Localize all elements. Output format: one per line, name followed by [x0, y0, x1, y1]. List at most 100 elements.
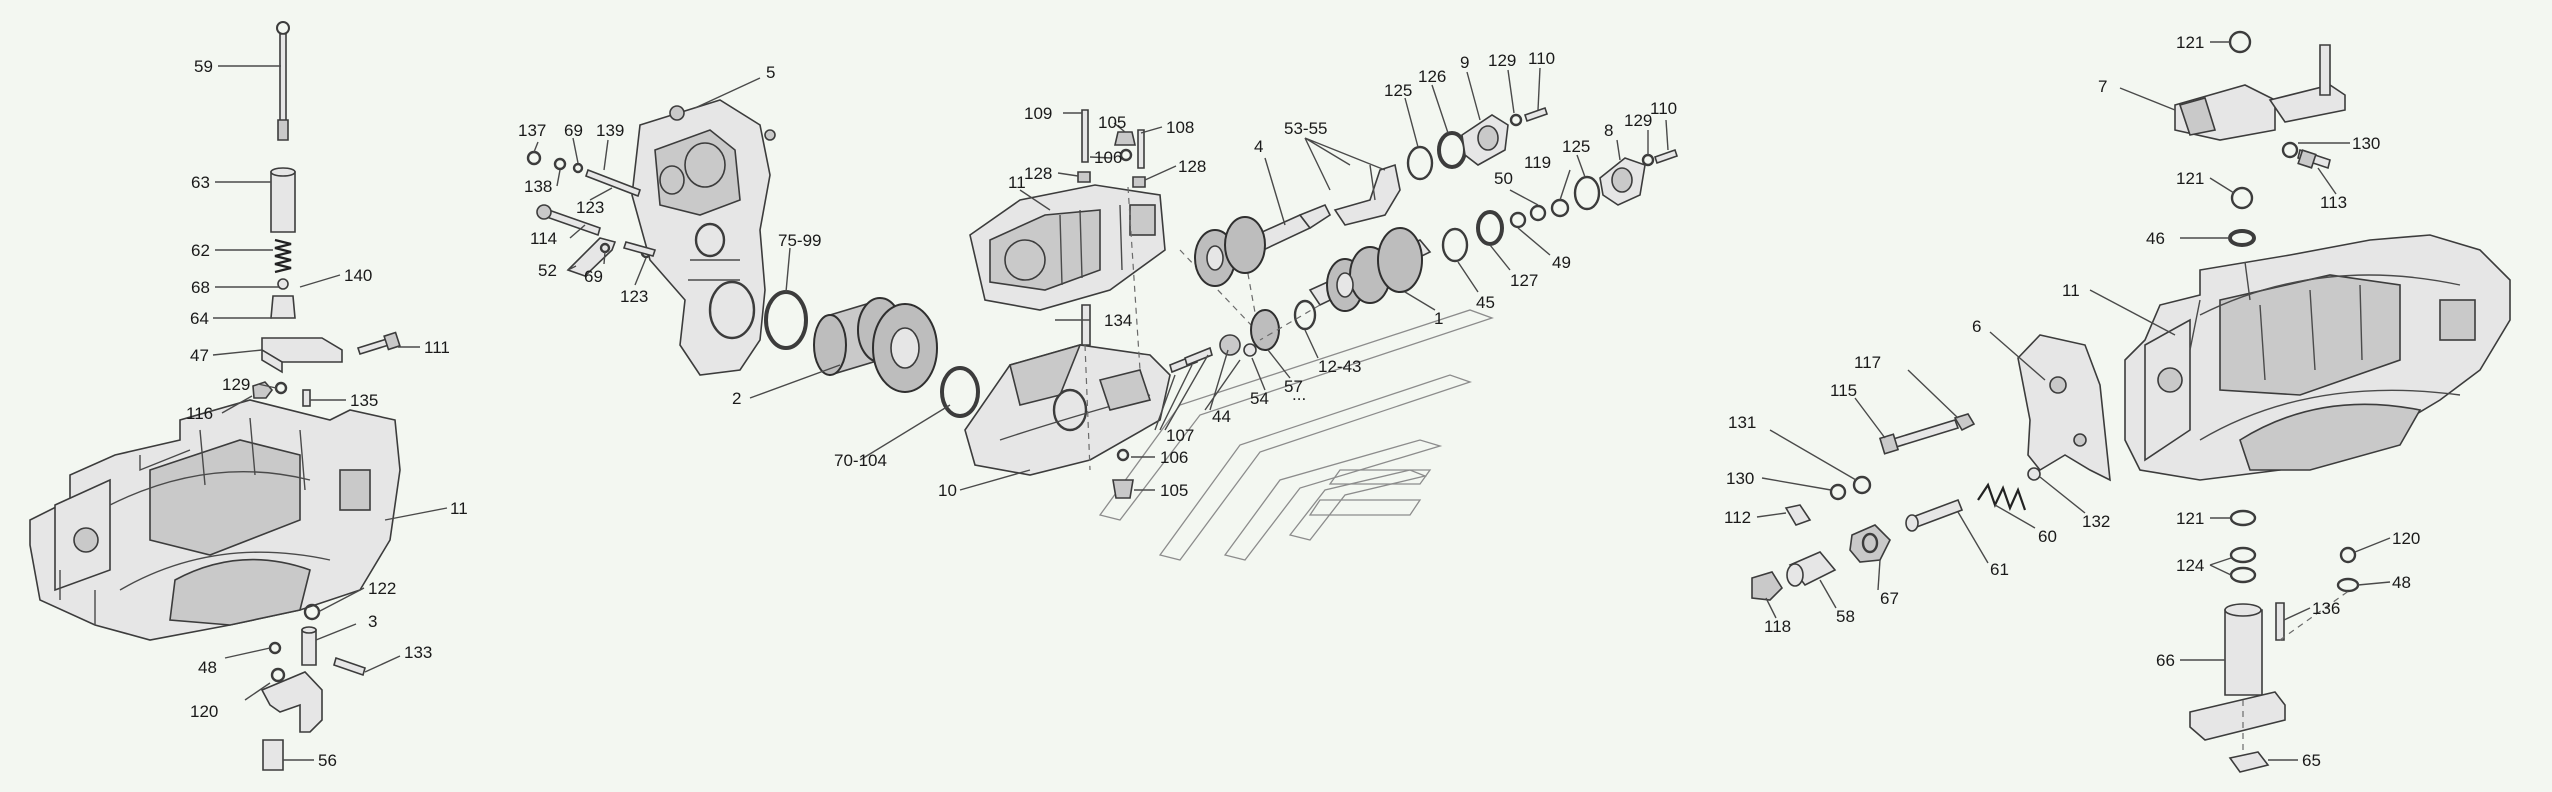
callout-8: 8 [1604, 121, 1613, 140]
callout-64: 64 [190, 309, 209, 328]
left-assembly [29, 21, 401, 771]
callout-6: 6 [1972, 317, 1981, 336]
housing-11-center [969, 184, 1166, 311]
callout-115: 115 [1830, 381, 1857, 400]
callout-110-right: 110 [1650, 99, 1677, 118]
part-spring-60 [1977, 482, 2027, 511]
callout-3: 3 [368, 612, 377, 631]
part-plug-105b [1112, 479, 1134, 499]
part-ring-125b [1573, 175, 1601, 211]
callout-114: 114 [530, 229, 557, 248]
callout-138: 138 [524, 177, 552, 196]
callout-66: 66 [2156, 651, 2175, 670]
part-ring-124b [2229, 566, 2257, 584]
callout-53-55: 53-55 [1284, 119, 1327, 138]
callout-57-dots: ... [1292, 385, 1306, 404]
callout-54: 54 [1250, 389, 1269, 408]
part-washer-129b [1509, 113, 1523, 127]
part-spring-62 [274, 238, 292, 274]
part-washer-129c [1641, 153, 1655, 167]
callout-126: 126 [1418, 67, 1446, 86]
housing-11-right [2124, 234, 2511, 481]
part-nut-137 [526, 150, 542, 166]
callout-4: 4 [1254, 137, 1263, 156]
callout-47: 47 [190, 346, 209, 365]
callout-128-left: 128 [1024, 164, 1052, 183]
callout-110-top: 110 [1528, 49, 1555, 68]
part-plug-105 [1113, 131, 1137, 146]
callout-2: 2 [732, 389, 741, 408]
callout-70-104: 70-104 [834, 451, 887, 470]
shaft-assembly [1194, 106, 1679, 357]
callout-61: 61 [1990, 560, 2009, 579]
callout-49: 49 [1552, 253, 1571, 272]
part-nut-128b [1132, 176, 1146, 188]
part-gear-2 [813, 297, 938, 393]
part-bearing-127 [1476, 210, 1504, 246]
callout-109: 109 [1024, 104, 1052, 123]
callout-124: 124 [2176, 556, 2204, 575]
callout-63: 63 [191, 173, 210, 192]
callout-67: 67 [1880, 589, 1899, 608]
part-nut-118 [1751, 571, 1784, 601]
part-lever-7 [2174, 44, 2346, 141]
callout-106-top: 106 [1094, 148, 1122, 167]
part-rod-59 [276, 21, 290, 141]
callout-125-top: 125 [1384, 81, 1412, 100]
callout-112: 112 [1724, 508, 1751, 527]
callout-69-top: 69 [564, 121, 583, 140]
part-washer-131 [1852, 475, 1872, 495]
callout-57: 57 [1284, 377, 1303, 396]
part-nut-128a [1077, 171, 1091, 183]
callout-137: 137 [518, 121, 546, 140]
part-washer-129 [274, 381, 288, 395]
callout-45: 45 [1476, 293, 1495, 312]
part-ball-54 [1243, 343, 1257, 357]
callout-121-bottom: 121 [2176, 509, 2204, 528]
callout-121-top: 121 [2176, 33, 2204, 52]
callout-65: 65 [2302, 751, 2321, 770]
part-bolt-109 [1081, 109, 1089, 163]
part-bracket-52 [566, 237, 617, 277]
part-pin-134 [1081, 304, 1091, 346]
part-shaft-4 [1194, 203, 1332, 287]
callout-120-right: 120 [2392, 529, 2420, 548]
part-washer-130a [2281, 141, 2299, 159]
part-ring-45 [1441, 227, 1469, 263]
part-ring-121b [2230, 186, 2254, 210]
callout-68: 68 [191, 278, 210, 297]
part-plate-6 [2017, 334, 2111, 482]
part-bearing-126 [1437, 131, 1467, 169]
part-ring-48b [2336, 577, 2360, 593]
callout-132: 132 [2082, 512, 2110, 531]
callout-50: 50 [1494, 169, 1513, 188]
callout-129-top: 129 [1488, 51, 1516, 70]
part-lever-120 [260, 671, 323, 733]
callout-106-bottom: 106 [1160, 448, 1188, 467]
part-plug-64 [270, 295, 296, 319]
part-ring-70-104 [940, 366, 980, 418]
callout-123-bottom: 123 [620, 287, 648, 306]
callout-75-99: 75-99 [778, 231, 821, 250]
callout-122: 122 [368, 579, 396, 598]
callout-11-center: 11 [1008, 173, 1026, 192]
part-washer-49 [1509, 211, 1527, 229]
callout-131: 131 [1728, 413, 1756, 432]
callout-48-left: 48 [198, 658, 217, 677]
callout-128-right: 128 [1178, 157, 1206, 176]
part-bolt-139 [584, 168, 642, 198]
callout-129-right: 129 [1624, 111, 1652, 130]
part-washer-120 [270, 667, 286, 683]
part-washer-119 [1550, 198, 1570, 218]
part-shaft-66 [2224, 609, 2263, 696]
callout-11-right: 11 [2062, 281, 2080, 300]
part-ring-121c [2229, 509, 2257, 527]
callout-139: 139 [596, 121, 624, 140]
callout-11-left: 11 [450, 499, 468, 518]
part-coupling-63 [270, 171, 296, 233]
center-left-assembly [526, 99, 1271, 499]
callout-62: 62 [191, 241, 210, 260]
part-pin-136 [2275, 602, 2285, 641]
part-ring-12-43 [1293, 299, 1317, 331]
